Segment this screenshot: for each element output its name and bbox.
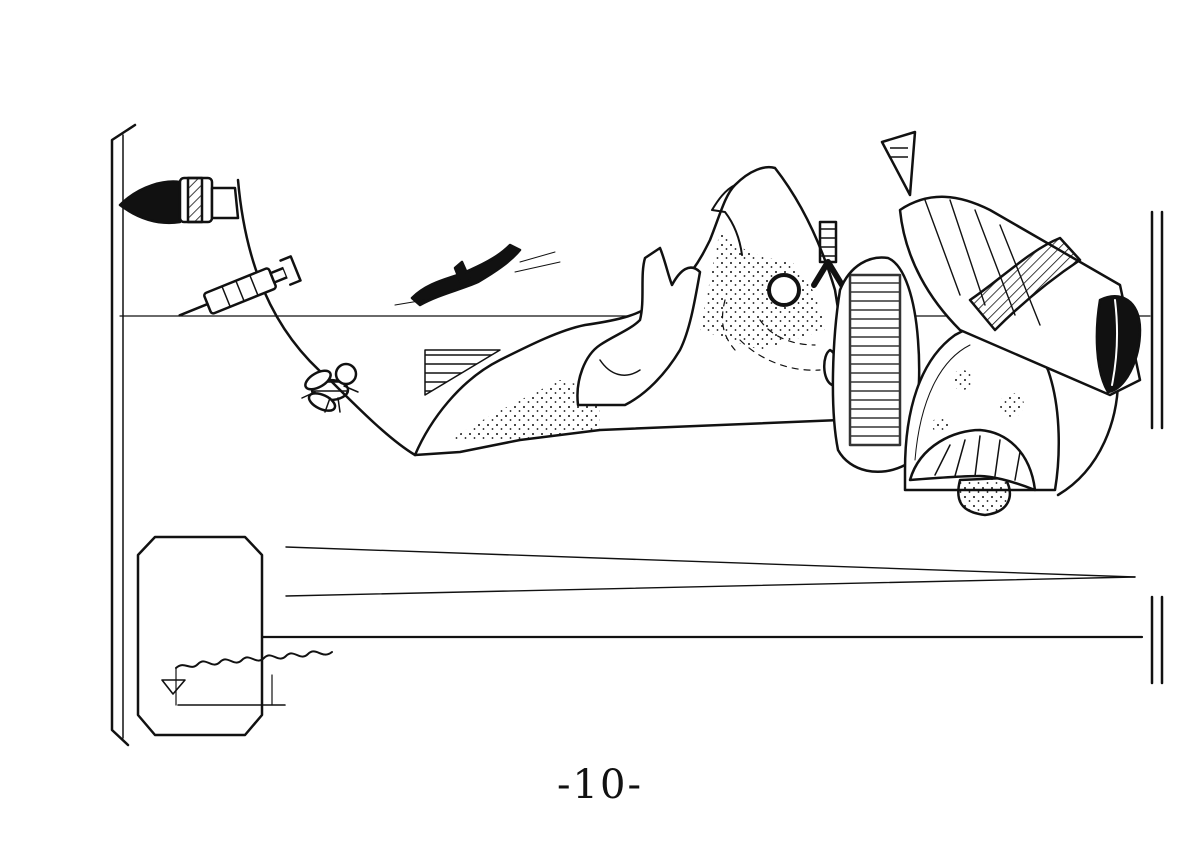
octagon-box [136, 535, 333, 737]
bullet-icon [118, 176, 240, 225]
bandaged-limb [880, 130, 1142, 397]
syringe-icon [178, 255, 302, 317]
left-frame-bracket [110, 123, 137, 747]
right-double-bars [1150, 210, 1164, 685]
curved-cord [236, 178, 417, 457]
lungs [831, 256, 921, 473]
mushroom-icon [908, 428, 1037, 517]
perspective-lines [285, 546, 1136, 597]
page-number: -10- [557, 762, 643, 808]
round-eye [767, 273, 801, 307]
hatched-triangle [424, 349, 501, 396]
black-dash-shape [394, 243, 561, 307]
fly-icon [301, 362, 359, 413]
trachea [811, 220, 845, 288]
figure-body [413, 166, 844, 457]
raised-hand [576, 246, 702, 407]
